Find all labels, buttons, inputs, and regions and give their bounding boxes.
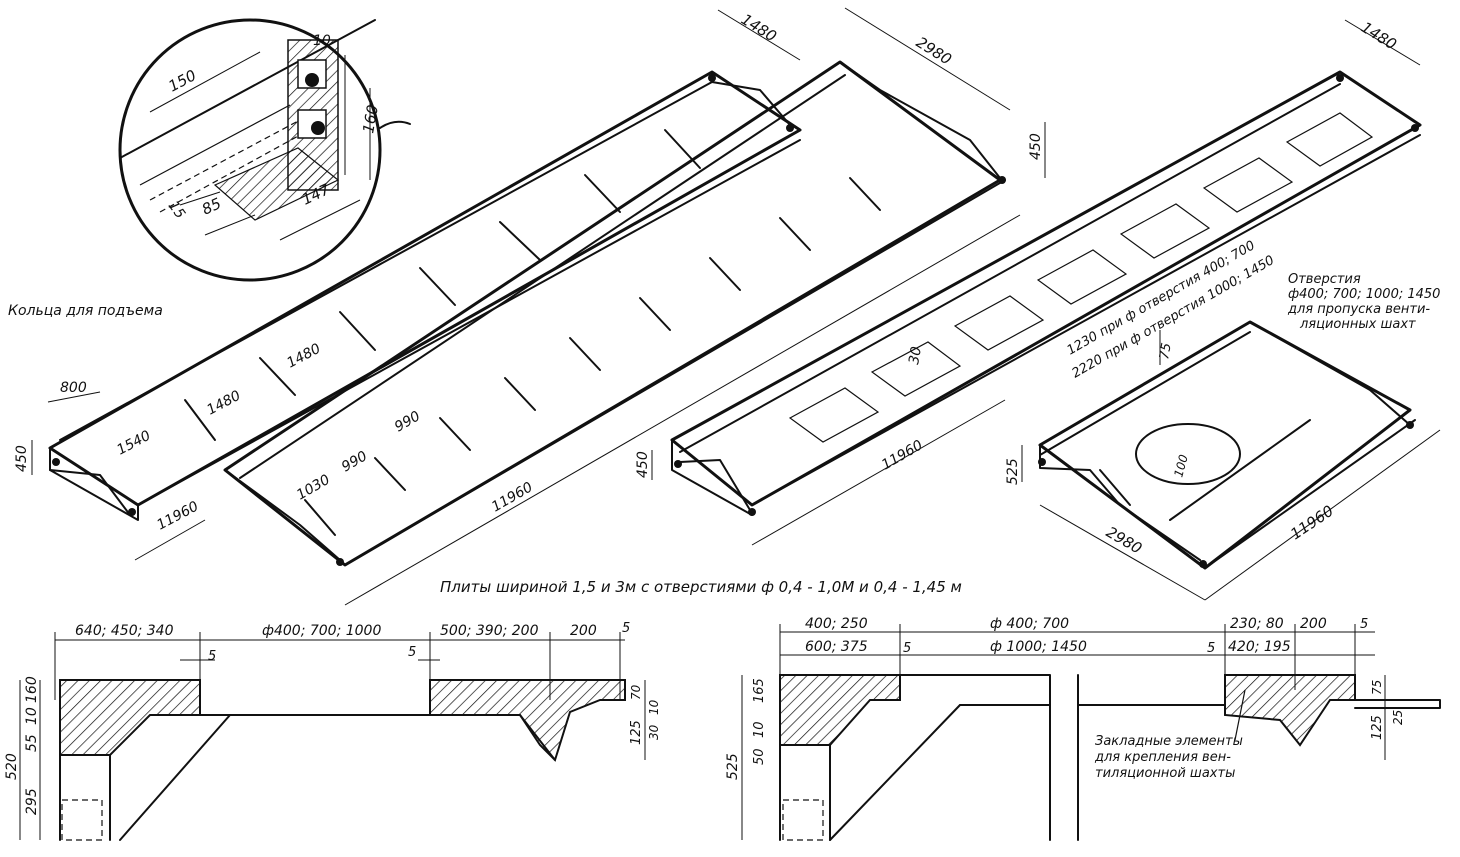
holes-note: Отверстия ф400; 700; 1000; 1450 для проп… xyxy=(1287,272,1440,332)
sl-top-2: ф400; 700; 1000 xyxy=(262,623,381,639)
slab3-top-face xyxy=(670,70,1422,507)
sl-h520: 520 xyxy=(4,753,20,780)
section-left: 640; 450; 340 ф400; 700; 1000 500; 390; … xyxy=(4,621,661,841)
embedded-note-line-1: Закладные элементы xyxy=(1095,734,1243,749)
holes-note-line-4: ляционных шахт xyxy=(1299,317,1416,332)
sr-top-7: 200 xyxy=(1300,616,1327,632)
sl-hatch-right xyxy=(429,679,626,762)
sl-5b: 5 xyxy=(408,645,416,660)
slab4-dim-100: 100 xyxy=(1171,453,1191,479)
slab1-top-face xyxy=(48,70,802,507)
slab4-length-11960: 11960 xyxy=(1287,502,1337,544)
slab3-dim-30: 30 xyxy=(906,345,925,365)
sl-top-3: 500; 390; 200 xyxy=(440,623,539,639)
sr-h10: 10 xyxy=(752,721,767,738)
sl-hatch-left xyxy=(59,679,201,756)
sr-top-4: ф 1000; 1450 xyxy=(990,639,1087,655)
round-hole xyxy=(1135,423,1241,485)
holes-note-line-1: Отверстия xyxy=(1288,272,1361,287)
slab1-length-11960: 11960 xyxy=(154,498,201,533)
sr-top-3: ф 400; 700 xyxy=(990,616,1069,632)
slab4-top-face xyxy=(1038,320,1412,570)
holes-note-line-3: для пропуска венти- xyxy=(1287,302,1430,317)
sr-r125: 125 xyxy=(1370,715,1385,740)
slab2-length-11960: 11960 xyxy=(489,479,536,515)
slab2-dim-1030: 1030 xyxy=(294,472,333,504)
sl-h295: 295 xyxy=(24,788,40,815)
slab1-dim-1540: 1540 xyxy=(114,428,153,459)
sl-h55: 55 xyxy=(24,734,40,752)
sr-hatch-left xyxy=(779,674,901,746)
sr-5b: 5 xyxy=(1207,641,1215,656)
dim-15: 15 xyxy=(165,198,188,222)
sr-hatch-right xyxy=(1224,674,1356,747)
holes-note-line-2: ф400; 700; 1000; 1450 xyxy=(1288,287,1440,302)
lifting-ring-detail: 150 10 160 15 85 147 xyxy=(118,18,411,282)
embedded-note-line-2: для крепления вен- xyxy=(1094,750,1231,765)
embedded-note-line-3: тиляционной шахты xyxy=(1095,766,1235,781)
hole-note-1: 1230 при ф отверстия 400; 700 xyxy=(1065,238,1258,358)
sr-h50: 50 xyxy=(752,748,767,765)
slab-3m-middle: 2980 450 1030 990 990 11960 xyxy=(223,7,1046,606)
sr-top-1: 400; 250 xyxy=(805,616,868,632)
slab3-width-1480: 1480 xyxy=(1358,18,1400,54)
sr-top-5: 230; 80 xyxy=(1230,616,1284,632)
sl-r70: 70 xyxy=(629,684,643,700)
sr-top-8: 5 xyxy=(1360,617,1368,632)
slab2-dim-990b: 990 xyxy=(392,408,423,435)
section-right: 400; 250 600; 375 ф 400; 700 ф 1000; 145… xyxy=(725,616,1441,841)
sl-r10: 10 xyxy=(647,699,661,715)
embedded-note: Закладные элементы для крепления вен- ти… xyxy=(1094,734,1243,781)
slab4-height-525: 525 xyxy=(1005,458,1021,485)
slab1-dim-1480a: 1480 xyxy=(284,341,323,372)
slab1-height-450: 450 xyxy=(14,445,30,472)
sr-r75: 75 xyxy=(1370,680,1384,695)
sr-top-6: 420; 195 xyxy=(1228,639,1291,655)
sl-top-4: 200 xyxy=(570,623,597,639)
lifting-rings-label: Кольца для подъема xyxy=(8,303,163,319)
sl-5a: 5 xyxy=(208,649,216,664)
slab3-length-11960: 11960 xyxy=(879,437,926,473)
sl-h10: 10 xyxy=(24,707,40,725)
dim-160: 160 xyxy=(359,103,382,134)
sr-5a: 5 xyxy=(903,641,911,656)
sl-r30: 30 xyxy=(647,724,661,740)
dim-10: 10 xyxy=(313,33,331,49)
slab3-height-450: 450 xyxy=(635,451,651,478)
sr-top-2: 600; 375 xyxy=(805,639,868,655)
caption: Плиты шириной 1,5 и 3м с отверстиями ф 0… xyxy=(440,578,962,596)
slab4-dim-75: 75 xyxy=(1157,342,1175,361)
sl-h160: 160 xyxy=(24,676,40,703)
slab-3m-with-hole: 75 525 100 2980 11960 xyxy=(1005,320,1441,601)
sr-h165: 165 xyxy=(752,678,767,703)
slab2-height-450: 450 xyxy=(1028,133,1044,160)
slab1-dim-1480b: 1480 xyxy=(204,388,243,419)
slab4-width-2980: 2980 xyxy=(1103,523,1145,558)
sr-h525: 525 xyxy=(725,753,741,780)
dim-150: 150 xyxy=(165,66,199,95)
slab1-width-1480: 1480 xyxy=(738,10,780,46)
slab2-dim-990a: 990 xyxy=(339,448,370,475)
sl-top-5: 5 xyxy=(622,621,630,636)
slab-1-5m-left: 1480 800 450 1480 1480 1540 11960 xyxy=(14,9,802,561)
sl-top-1: 640; 450; 340 xyxy=(75,623,174,639)
sl-r125: 125 xyxy=(629,720,644,745)
sr-r25: 25 xyxy=(1391,710,1405,725)
detail-circle xyxy=(118,18,382,282)
slab1-dim-800: 800 xyxy=(60,380,87,396)
